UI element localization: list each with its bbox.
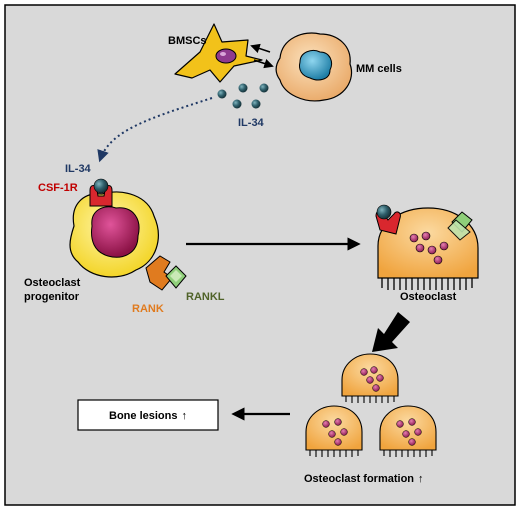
osteoclast-formation-up-arrow: ↑ xyxy=(418,473,424,485)
osteoclast-label: Osteoclast xyxy=(400,291,457,303)
bone-lesions-box xyxy=(77,399,219,431)
il34-secreted-spheres xyxy=(217,83,269,109)
mm-cell xyxy=(275,32,353,102)
bone-lesions-text: Bone lesions xyxy=(109,410,177,422)
cluster-osteoclast-right xyxy=(379,405,437,457)
bone-lesions-label: Bone lesions ↑ xyxy=(109,410,187,422)
osteoclast-progenitor-cell xyxy=(69,191,159,278)
thick-down-arrow xyxy=(372,312,410,352)
il34-bound-label: IL-34 xyxy=(65,163,92,175)
osteoclast-formation-label: Osteoclast formation ↑ xyxy=(304,473,424,485)
cluster-osteoclast-top xyxy=(341,353,399,403)
cluster-osteoclast-left xyxy=(305,405,363,457)
osteoclast-progenitor-label-line2: progenitor xyxy=(24,291,80,303)
bmscs-label: BMSCs xyxy=(168,35,207,47)
osteoclast-cell xyxy=(375,204,479,290)
il34-secreted-label: IL-34 xyxy=(238,117,265,129)
osteoclast-cluster xyxy=(305,353,437,457)
mm-cells-label: MM cells xyxy=(356,63,402,75)
rankl-label: RANKL xyxy=(186,291,225,303)
bidirectional-arrows xyxy=(250,43,274,69)
il34-dotted-arrow xyxy=(97,97,213,163)
il34-bound-sphere xyxy=(93,178,109,194)
bone-lesions-up-arrow: ↑ xyxy=(181,410,187,422)
csf1r-label: CSF-1R xyxy=(38,182,78,194)
rankl-ligand xyxy=(165,265,187,289)
bmsc-cell xyxy=(174,23,263,83)
rank-label: RANK xyxy=(132,303,164,315)
osteoclast-progenitor-label-line1: Osteoclast xyxy=(24,277,81,289)
osteoclast-formation-text: Osteoclast formation xyxy=(304,473,414,485)
